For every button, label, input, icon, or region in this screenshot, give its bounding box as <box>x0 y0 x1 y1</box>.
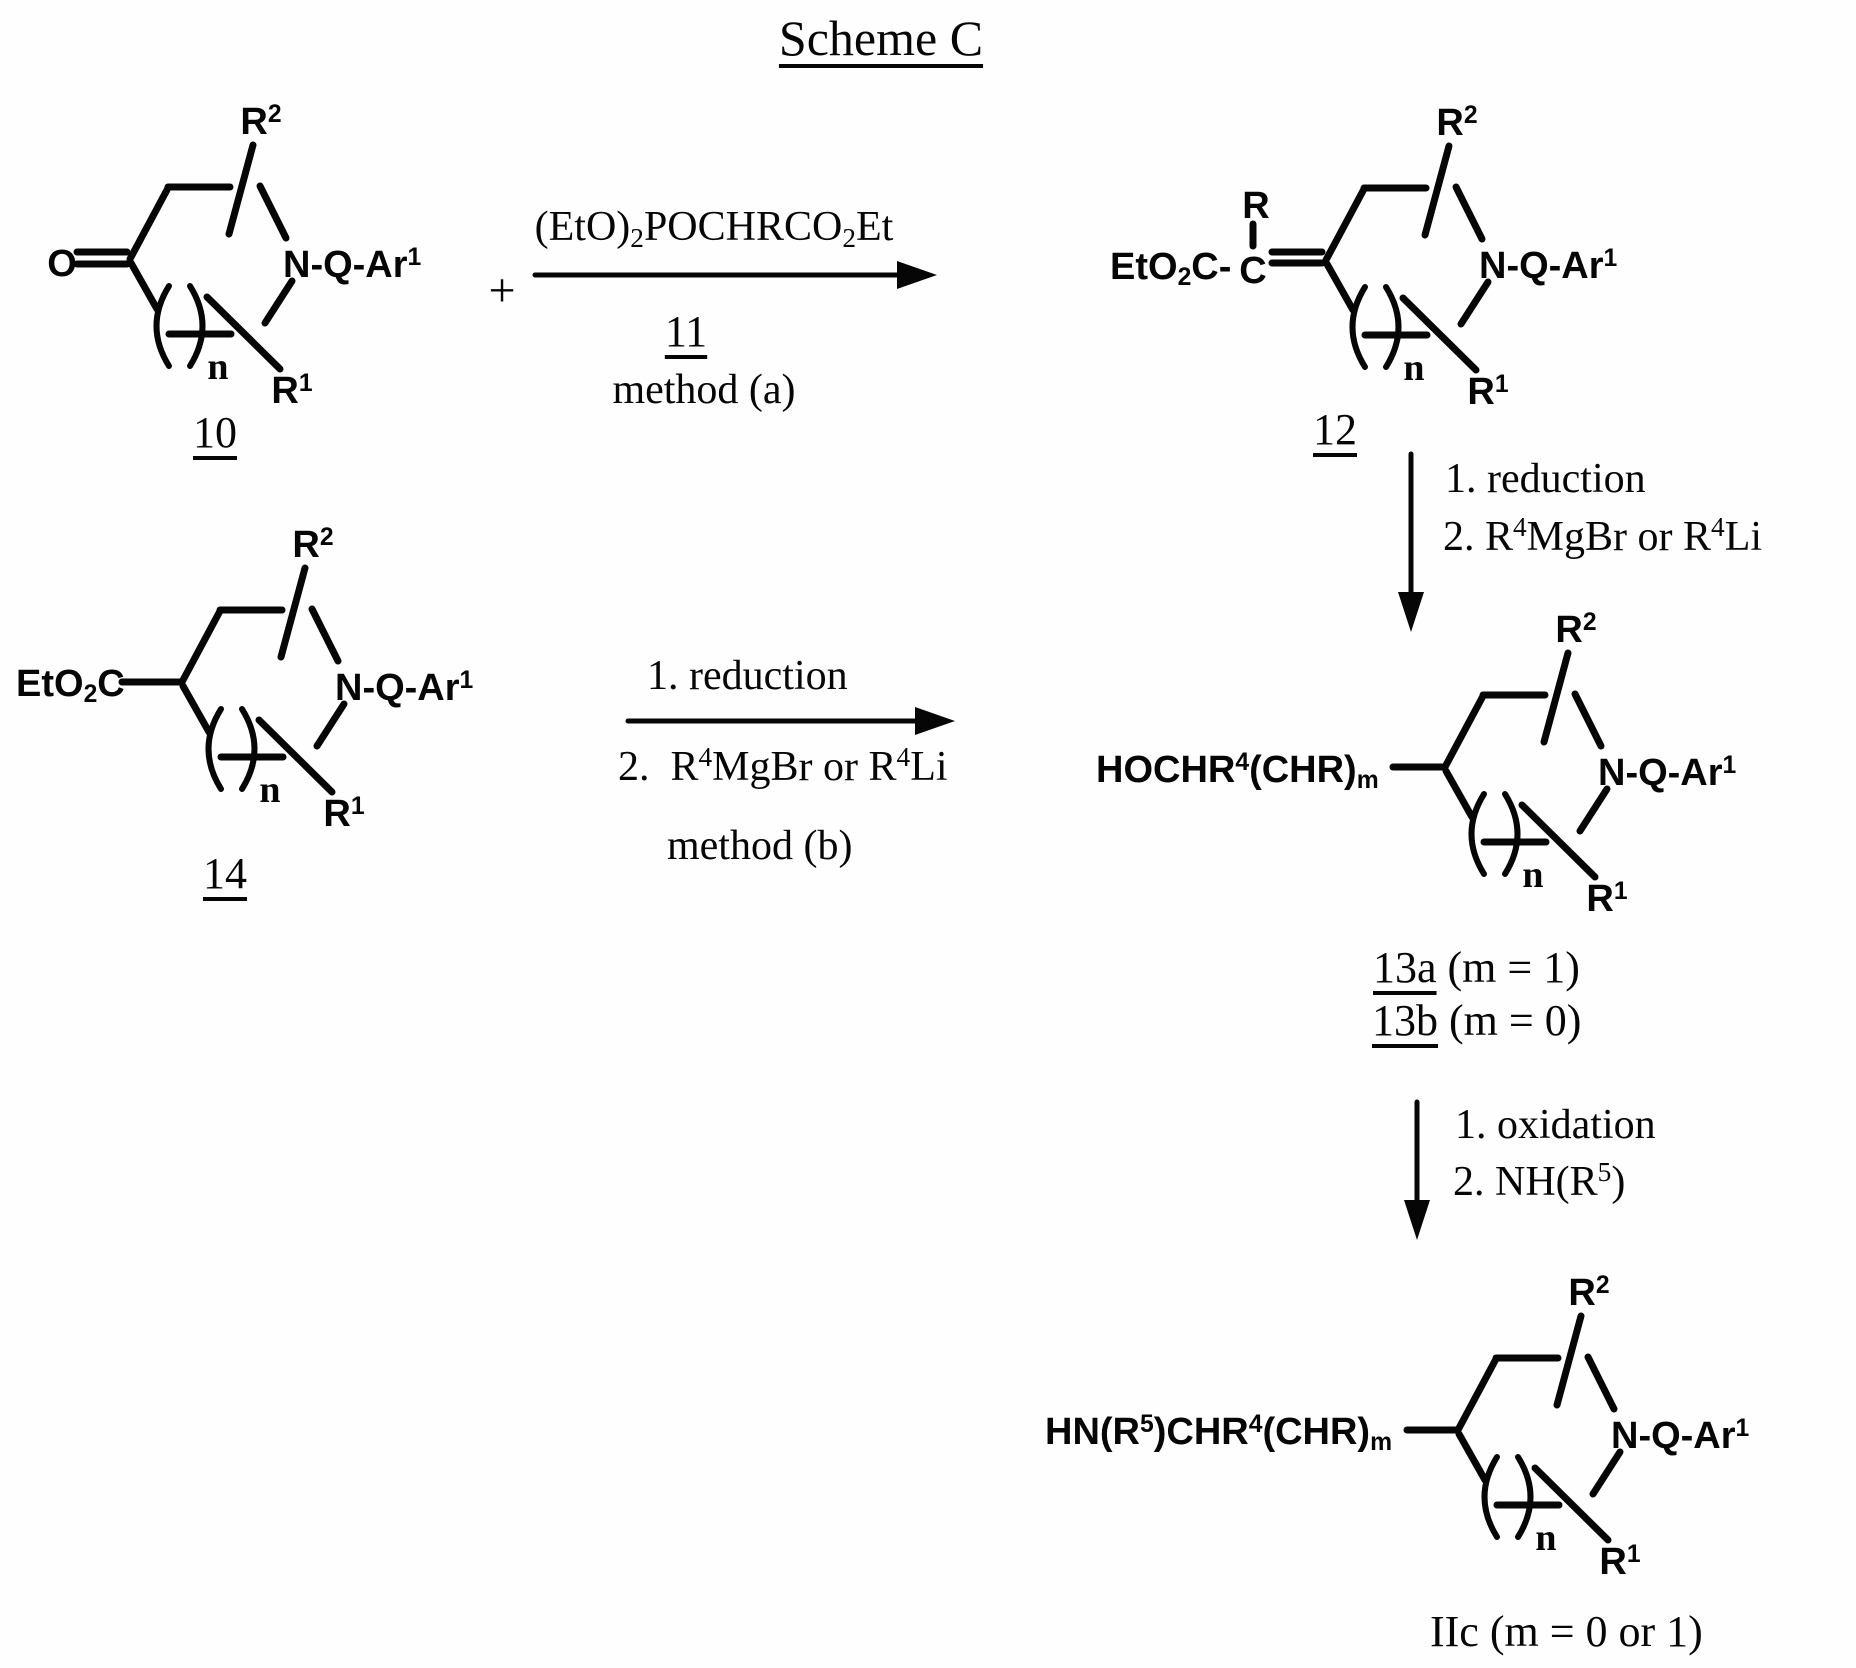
ring-iic-paren-left <box>1481 1454 1500 1540</box>
step4-condition-2: 2. NH(R5) <box>1453 1157 1626 1205</box>
s12-compound-number: 12 <box>1313 405 1357 454</box>
arrow-step1-head <box>897 261 937 289</box>
s10-ring-size-n: n <box>207 346 229 388</box>
s10-r2-substituent: R2 <box>240 100 282 143</box>
step2-condition-1: 1. reduction <box>1445 456 1646 502</box>
s12-r2-substituent: R2 <box>1436 101 1478 144</box>
ring-12-bond <box>1457 278 1492 328</box>
ring-13-bond <box>1540 649 1572 746</box>
s13-amine-group: N-Q-Ar1 <box>1598 751 1737 794</box>
step3-method: method (b) <box>667 823 853 869</box>
ring-14-bond <box>178 607 224 686</box>
ring-10-bond <box>225 141 257 238</box>
s14-r1-substituent: R1 <box>323 792 365 835</box>
s13a-compound-label: 13a (m = 1) <box>1373 946 1580 990</box>
s12-r1-substituent: R1 <box>1467 370 1509 413</box>
ring-12-bond <box>1421 142 1453 239</box>
s10-carbonyl-oxygen: O <box>47 243 77 285</box>
s14-amine-group: N-Q-Ar1 <box>335 666 474 709</box>
s13b-condition: (m = 0) <box>1438 996 1582 1045</box>
iic-r2-substituent: R2 <box>1568 1271 1610 1314</box>
ring-13-bond <box>1441 692 1487 771</box>
ring-iic-bond <box>1455 1430 1489 1484</box>
step1-method: method (a) <box>612 367 796 413</box>
s13a-number: 13a <box>1373 943 1437 992</box>
s12-ester-group: EtO2C- <box>1110 246 1232 291</box>
ring-14-bond <box>313 700 348 750</box>
ring-13-bond <box>1518 801 1599 881</box>
step2-condition-2: 2. R4MgBr or R4Li <box>1443 512 1763 560</box>
s14-compound-number: 14 <box>203 849 247 898</box>
s13b-compound-label: 13b (m = 0) <box>1372 999 1581 1043</box>
ring-iic-bond <box>1553 1312 1585 1409</box>
ring-14-bond <box>308 605 342 665</box>
s13b-number: 13b <box>1372 996 1438 1045</box>
s10-compound-number: 10 <box>193 408 237 457</box>
iic-side-chain: HN(R5)CHR4(CHR)m <box>1045 1410 1393 1456</box>
ring-12-bond <box>1452 183 1486 243</box>
ring-10-bond <box>261 277 296 327</box>
ring-13-paren-right <box>1502 791 1521 877</box>
step3-condition-2: 2. R4MgBr or R4Li <box>618 742 948 790</box>
ring-iic-bond <box>1589 1448 1624 1498</box>
ring-13-bond <box>1571 690 1605 750</box>
ring-iic-bond <box>1454 1355 1500 1434</box>
iic-r1-substituent: R1 <box>1599 1540 1641 1583</box>
ring-12-bond <box>1399 294 1480 374</box>
ring-14-paren-right <box>239 706 258 792</box>
ring-10-bond <box>203 293 284 373</box>
s13a-condition: (m = 1) <box>1436 943 1580 992</box>
iic-ring-size-n: n <box>1535 1517 1557 1559</box>
s12-alpha-carbon: C <box>1239 250 1267 292</box>
s12-amine-group: N-Q-Ar1 <box>1479 244 1618 287</box>
ring-iic-paren-right <box>1515 1454 1534 1540</box>
ring-10-bond <box>127 259 161 313</box>
s14-ester-group: EtO2C <box>16 663 125 708</box>
step3-condition-1: 1. reduction <box>647 653 848 699</box>
arrow-step3-head <box>915 707 955 735</box>
s13-r1-substituent: R1 <box>1586 877 1628 920</box>
iic-amine-group: N-Q-Ar1 <box>1611 1414 1750 1457</box>
ring-10-bond <box>256 182 290 242</box>
iic-compound-label: IIc (m = 0 or 1) <box>1430 1607 1703 1656</box>
s12-alpha-r-substituent: R <box>1242 185 1270 227</box>
ring-12-bond <box>1322 185 1368 264</box>
ring-14-bond <box>277 564 309 661</box>
ring-14-paren-left <box>205 706 224 792</box>
ring-14-bond <box>255 716 336 796</box>
s10-amine-group: N-Q-Ar1 <box>283 243 422 286</box>
ring-12-paren-left <box>1349 284 1368 370</box>
ring-10-bond <box>126 184 172 263</box>
s14-r2-substituent: R2 <box>292 523 334 566</box>
s13-side-chain: HOCHR4(CHR)m <box>1096 748 1379 794</box>
ring-13-paren-left <box>1468 791 1487 877</box>
ring-10-paren-right <box>187 283 206 369</box>
arrow-step4-head <box>1404 1200 1430 1240</box>
ring-12-bond <box>1323 260 1357 314</box>
step1-reagent: (EtO)2POCHRCO2Et <box>534 204 894 253</box>
ring-iic-bond <box>1584 1353 1618 1413</box>
ring-10-paren-left <box>153 283 172 369</box>
plus-sign: + <box>488 264 516 317</box>
s13-r2-substituent: R2 <box>1555 608 1597 651</box>
ring-14-bond <box>179 682 213 736</box>
s13-ring-size-n: n <box>1522 854 1544 896</box>
ring-13-bond <box>1576 785 1611 835</box>
ring-13-bond <box>1442 767 1476 821</box>
scheme-title: Scheme C <box>778 10 984 66</box>
s14-ring-size-n: n <box>259 769 281 811</box>
ring-iic-bond <box>1531 1464 1612 1544</box>
s10-r1-substituent: R1 <box>271 369 313 412</box>
ring-12-paren-right <box>1383 284 1402 370</box>
s12-ring-size-n: n <box>1403 347 1425 389</box>
step4-condition-1: 1. oxidation <box>1455 1102 1656 1148</box>
arrow-step2-head <box>1398 592 1424 632</box>
step1-reagent-number: 11 <box>664 307 708 356</box>
